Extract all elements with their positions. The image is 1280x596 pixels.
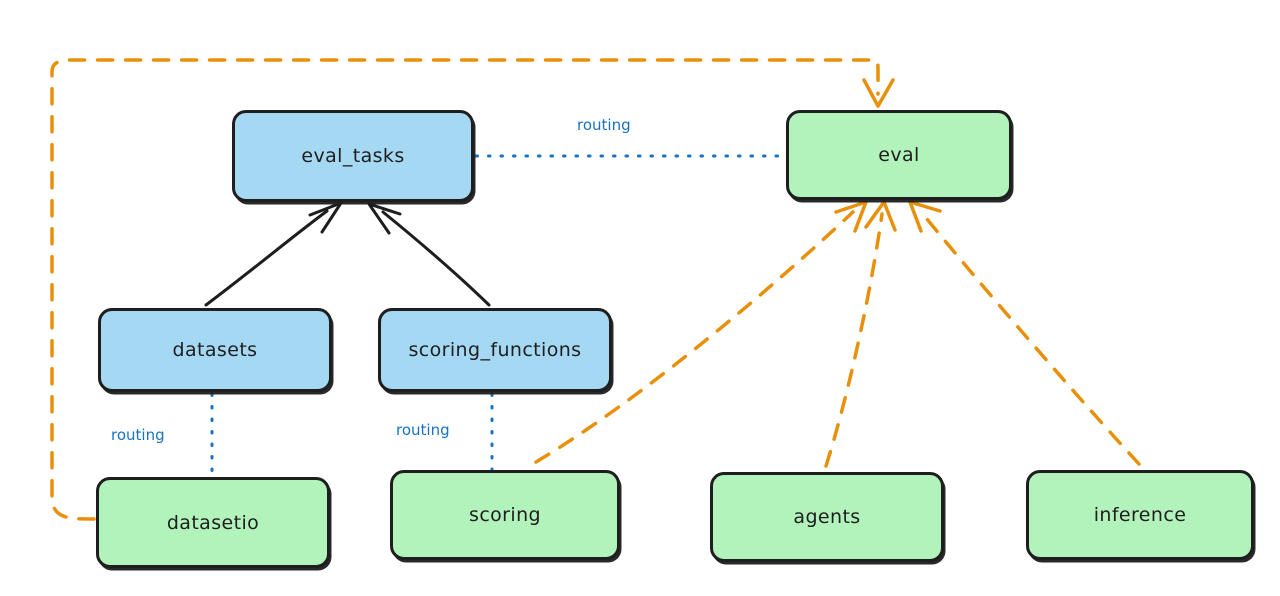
- edge-label-routing-datasetio: routing: [111, 426, 165, 444]
- node-label: scoring_functions: [408, 339, 582, 361]
- node-label: datasetio: [166, 511, 260, 534]
- node-label: eval: [878, 144, 920, 166]
- edge-inference-to-eval: [908, 200, 1141, 466]
- node-agents[interactable]: agents: [710, 472, 944, 562]
- node-datasetio[interactable]: datasetio: [96, 477, 330, 568]
- node-label: eval_tasks: [301, 145, 405, 167]
- node-label: datasets: [172, 339, 258, 361]
- edge-datasets-to-eval-tasks: [204, 201, 343, 307]
- node-label: scoring: [469, 504, 541, 526]
- edge-agents-to-eval: [824, 200, 897, 468]
- node-scoring[interactable]: scoring: [390, 470, 620, 560]
- node-scoring-functions[interactable]: scoring_functions: [378, 308, 612, 392]
- node-inference[interactable]: inference: [1026, 470, 1254, 560]
- edge-label-routing-scoring: routing: [396, 421, 450, 439]
- node-label: agents: [793, 506, 861, 528]
- node-label: inference: [1093, 504, 1187, 526]
- node-eval-tasks[interactable]: eval_tasks: [232, 110, 474, 202]
- edge-label-routing-eval: routing: [577, 116, 631, 134]
- edge-scoring-functions-to-eval-tasks: [367, 202, 491, 307]
- node-datasets[interactable]: datasets: [98, 308, 332, 392]
- node-eval[interactable]: eval: [786, 110, 1012, 200]
